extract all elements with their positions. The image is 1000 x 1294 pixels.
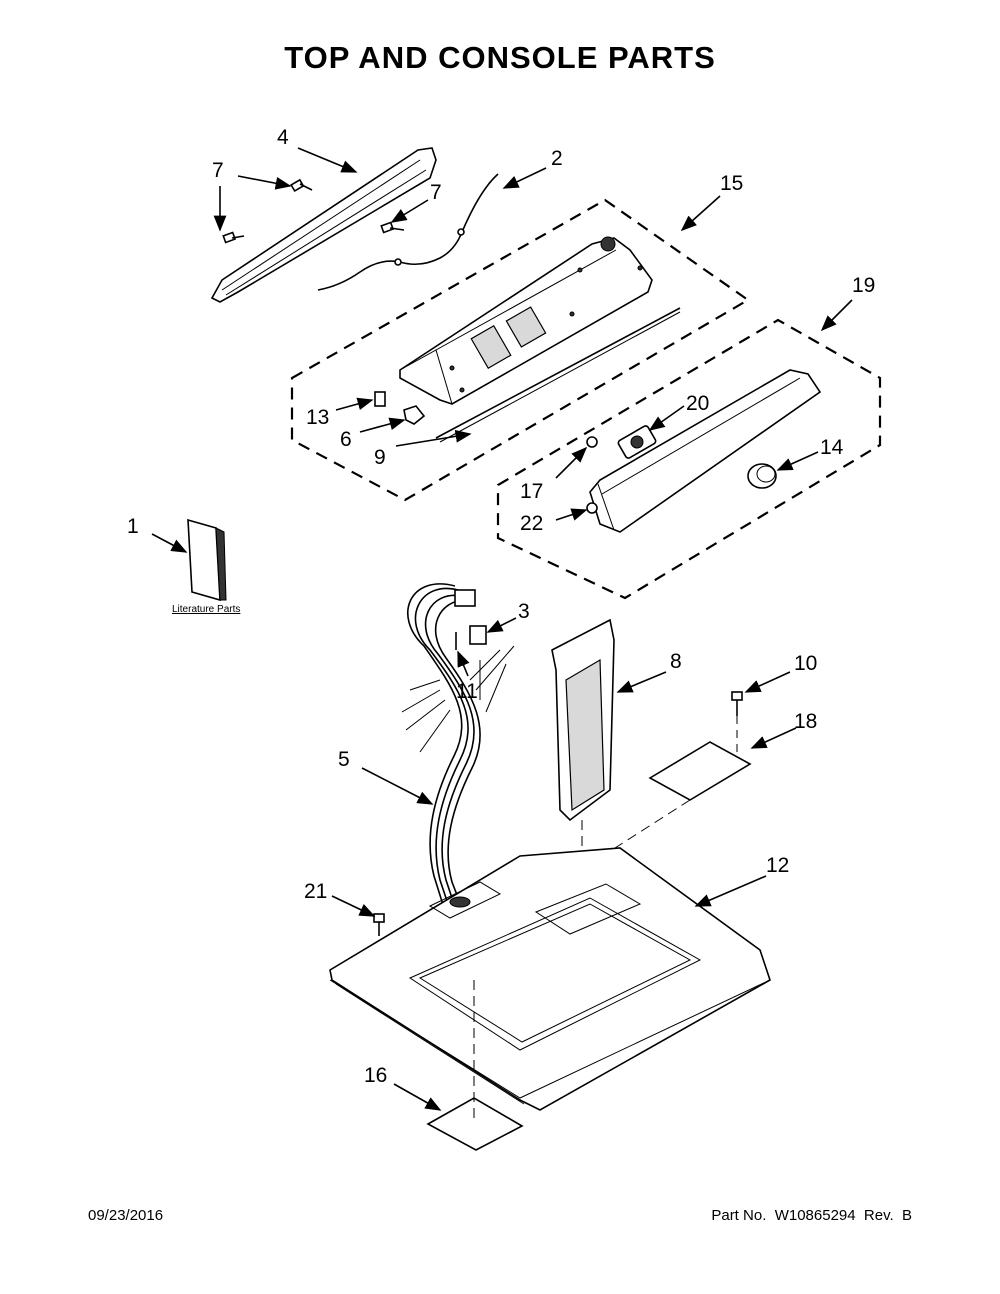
part-12-top [329,847,771,1111]
callout-4: 4 [277,126,289,149]
callout-2: 2 [551,147,563,170]
part-8-filter [551,618,615,822]
part-3-connector [469,625,487,645]
footer-part-number: Part No. W10865294 Rev. B [711,1207,912,1224]
callout-13: 13 [306,406,329,429]
callout-15: 15 [720,172,743,195]
part-6-bracket [403,405,426,425]
part-4-trim [210,147,437,303]
screw-7c [380,221,405,234]
part-10-screw [731,691,743,716]
screw-7b [222,231,245,244]
part-2-wire [317,173,499,291]
part-21-screw [373,913,385,936]
callout-22: 22 [520,512,543,535]
literature-parts-label: Literature Parts [172,604,240,615]
callout-12: 12 [766,854,789,877]
part-5-wire-harness [401,583,515,911]
group-19-outline [496,318,882,600]
callout-16: 16 [364,1064,387,1087]
leader-lines [151,147,853,1111]
callout-1: 1 [127,515,139,538]
part-22-fitting [586,502,598,514]
diagram-title: TOP AND CONSOLE PARTS [284,40,716,75]
callout-7a: 7 [212,159,224,182]
screw-7a [290,178,313,193]
callout-20: 20 [686,392,709,415]
callout-3: 3 [518,600,530,623]
part-9-rod [435,307,681,439]
callout-6: 6 [340,428,352,451]
group-15-outline [290,198,751,502]
footer-date: 09/23/2016 [88,1207,164,1224]
part-15-console [399,236,653,405]
callout-8: 8 [670,650,682,673]
part-16-pad [426,1097,524,1151]
callout-5: 5 [338,748,350,771]
part-1-literature [187,518,227,602]
callout-19: 19 [852,274,875,297]
part-13-clip [374,391,386,407]
callout-17: 17 [520,480,543,503]
callout-21: 21 [304,880,327,903]
callout-14: 14 [820,436,844,459]
part-18-bracket [648,741,752,801]
callout-10: 10 [794,652,817,675]
part-17-fitting [586,436,598,448]
part-14-knob [747,463,777,489]
part-20-control [617,425,657,459]
callout-9: 9 [374,446,386,469]
part-19-panel [589,369,822,533]
callout-11: 11 [456,680,478,703]
callout-18: 18 [794,710,817,733]
callout-7b: 7 [430,181,442,204]
